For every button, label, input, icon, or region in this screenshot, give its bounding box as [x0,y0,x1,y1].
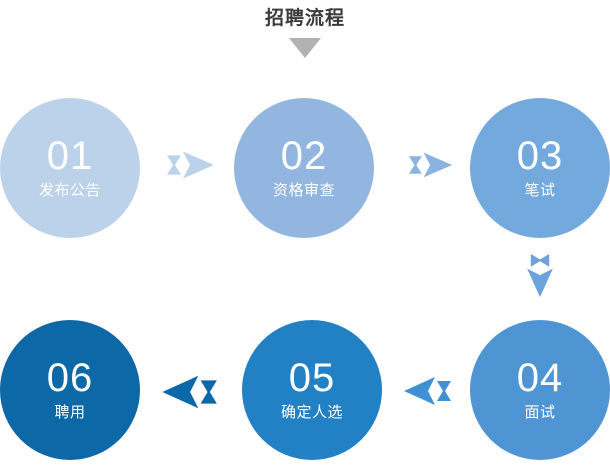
arrow-step01-to-step02 [166,141,216,189]
step-label-01: 发布公告 [38,182,101,199]
step-circle-06[interactable]: 06 聘用 [0,320,140,460]
step-label-03: 笔试 [524,182,556,199]
step-number-05: 05 [288,356,336,400]
step-circle-03[interactable]: 03 笔试 [470,98,610,238]
step-circle-01[interactable]: 01 发布公告 [0,98,140,238]
step-number-03: 03 [516,134,564,178]
step-number-04: 04 [516,356,564,400]
arrow-step04-to-step05 [402,366,452,416]
step-number-02: 02 [280,134,328,178]
diagram-title-block: 招聘流程 [0,6,610,58]
step-label-04: 面试 [524,404,556,421]
arrow-step02-to-step03 [408,143,454,187]
arrow-step03-to-step04 [517,253,563,299]
page-title: 招聘流程 [264,8,345,29]
step-number-01: 01 [46,134,94,178]
step-number-06: 06 [46,356,94,400]
step-label-02: 资格审查 [272,182,335,199]
step-circle-05[interactable]: 05 确定人选 [242,320,382,460]
step-label-06: 聘用 [54,404,86,421]
arrow-step05-to-step06 [160,363,218,421]
step-circle-02[interactable]: 02 资格审查 [234,98,374,238]
step-circle-04[interactable]: 04 面试 [470,320,610,460]
triangle-down-icon [289,38,321,58]
step-label-05: 确定人选 [280,404,343,421]
